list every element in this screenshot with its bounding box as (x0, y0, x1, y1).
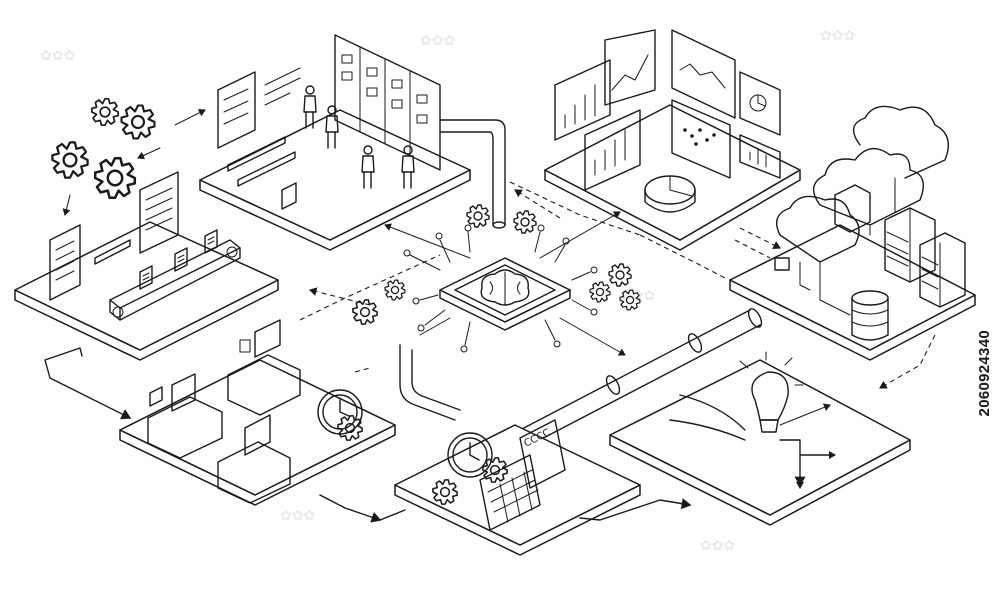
cloud-icon (812, 147, 924, 226)
server-rack-icon (919, 232, 966, 308)
chart-panel-icon (671, 99, 731, 179)
platform-ideas (609, 351, 911, 526)
clipboard-icon (217, 71, 256, 149)
svg-text:✿✿✿: ✿✿✿ (820, 28, 855, 44)
brain-icon (480, 269, 530, 306)
server-rack-icon (834, 184, 871, 233)
cloud-icon (852, 105, 949, 179)
chart-panel-icon (584, 109, 641, 191)
lightbulb-icon (739, 351, 804, 433)
gear-icon (608, 263, 632, 287)
gear-icon (513, 210, 537, 234)
calendar-icon (479, 454, 541, 531)
document-icon (139, 265, 153, 290)
pipe-icon (399, 308, 763, 446)
platform-production (14, 171, 279, 361)
gear-icon (352, 299, 378, 325)
chart-panel-icon (671, 29, 736, 119)
brain-chip-icon (352, 204, 641, 356)
desk-workstation-icon (147, 373, 223, 459)
stock-id-label: 2060924340 (976, 330, 993, 417)
kanban-board-icon (334, 34, 441, 171)
svg-text:✿✿✿: ✿✿✿ (620, 288, 655, 304)
clipboard-icon (49, 224, 81, 301)
svg-text:✿✿✿: ✿✿✿ (700, 538, 735, 554)
chart-panel-icon (604, 29, 656, 106)
document-icon (281, 182, 297, 210)
desk-workstation-icon (227, 319, 301, 416)
gear-icon (90, 97, 120, 127)
gear-icon (589, 281, 611, 303)
clipboard-icon (139, 171, 179, 254)
gear-icon (93, 156, 137, 200)
flow-arrows (44, 181, 936, 523)
clock-icon (447, 432, 493, 478)
platform-analytics (544, 29, 801, 251)
gear-cluster (51, 97, 206, 216)
desk-workstation-icon (217, 414, 291, 504)
person-icon (303, 85, 317, 129)
database-icon (851, 290, 889, 341)
gear-icon (120, 104, 156, 140)
platform-planning (199, 34, 506, 251)
server-rack-icon (884, 207, 936, 283)
svg-text:✿✿✿: ✿✿✿ (40, 48, 75, 64)
platform-office (119, 319, 396, 506)
chart-panel-icon (739, 134, 781, 179)
chart-panel-icon (739, 71, 781, 136)
gear-icon (384, 279, 406, 301)
svg-text:✿✿✿: ✿✿✿ (280, 508, 315, 524)
platform-schedule: CCCC (394, 419, 641, 556)
gear-icon (51, 141, 89, 179)
svg-text:✿✿✿: ✿✿✿ (420, 33, 455, 49)
pie-chart-icon (644, 175, 696, 213)
document-icon (204, 229, 218, 254)
platform-cloud (729, 105, 976, 361)
gear-icon (466, 204, 490, 228)
chart-panel-icon (554, 59, 611, 141)
document-icon (174, 247, 188, 272)
